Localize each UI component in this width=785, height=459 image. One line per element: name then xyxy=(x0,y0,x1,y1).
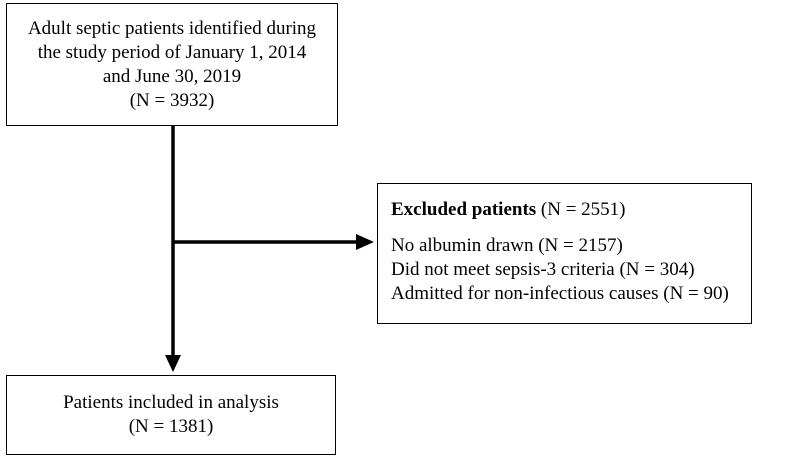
main-arrowhead xyxy=(165,355,181,372)
excluded-heading: Excluded patients (N = 2551) xyxy=(391,198,751,222)
identified-line-3: and June 30, 2019 xyxy=(102,65,242,87)
excluded-heading-count: (N = 2551) xyxy=(536,199,626,220)
exclusion-reason-sepsis3: Did not meet sepsis-3 criteria (N = 304) xyxy=(391,259,695,280)
included-count: (N = 1381) xyxy=(128,416,214,437)
exclusion-arrowhead xyxy=(356,234,374,250)
exclusion-reason-non-infectious: Admitted for non-infectious causes (N = … xyxy=(391,283,729,304)
identified-line-2: the study period of January 1, 2014 xyxy=(37,41,307,63)
identified-line-1: Adult septic patients identified during xyxy=(27,17,317,39)
identified-count: (N = 3932) xyxy=(129,89,215,111)
included-patients-box: Patients included in analysis (N = 1381) xyxy=(6,375,336,455)
excluded-heading-label: Excluded patients xyxy=(391,199,537,220)
exclusion-reason-no-albumin: No albumin drawn (N = 2157) xyxy=(391,235,623,256)
excluded-patients-box: Excluded patients (N = 2551) No albumin … xyxy=(377,183,752,324)
included-label: Patients included in analysis xyxy=(63,392,279,413)
identified-patients-box: Adult septic patients identified during … xyxy=(6,3,338,126)
